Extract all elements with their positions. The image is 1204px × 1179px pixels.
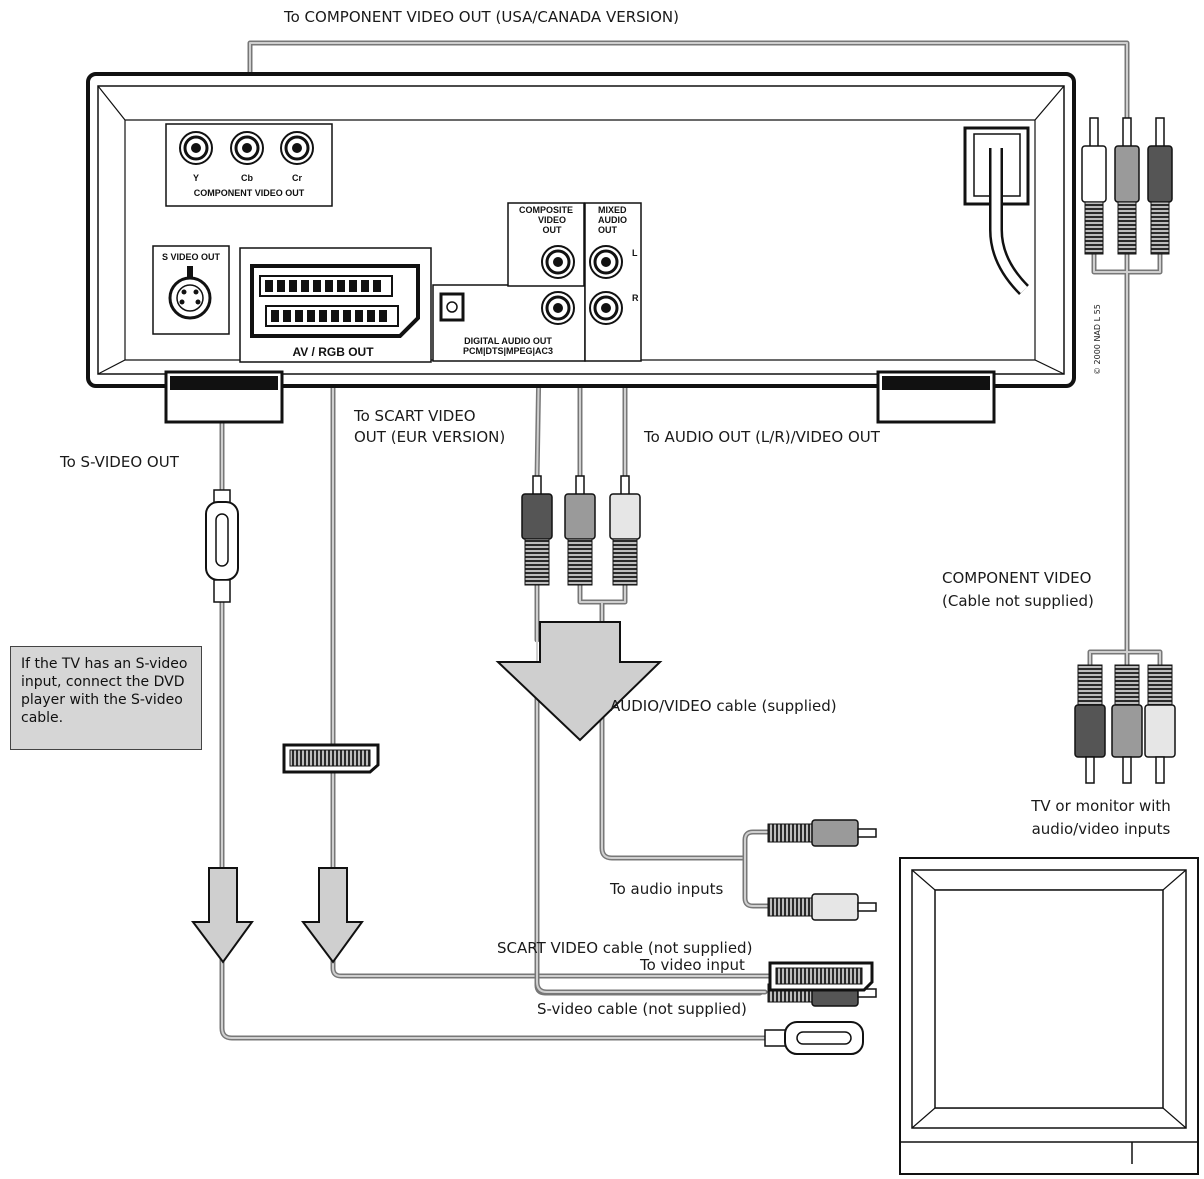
component-plugs-top [1081,117,1173,255]
s-video-out-jack: S VIDEO OUT [152,245,230,335]
component-video-out-jacks: Y Cb Cr COMPONENT VIDEO OUT [165,123,333,207]
panel-label-left: L [632,248,638,258]
label-to-s-video-out: To S-VIDEO OUT [59,453,180,471]
panel-label-composite-3: OUT [543,225,563,235]
label-to-audio-inputs: To audio inputs [609,880,723,898]
scart-video-cable [330,322,778,979]
arrow-s-video [191,867,254,964]
audio-video-cable [534,259,771,996]
av-rgb-scart-jack: AV / RGB OUT [239,247,432,363]
label-tv-1: TV or monitor with [1030,797,1171,815]
label-to-scart-video-1: To SCART VIDEO [353,407,476,425]
audio-input-plug-upper [767,819,877,847]
arrow-av-cable [495,621,663,742]
scart-plug-middle [282,743,380,774]
panel-label-mixed-2: AUDIO [598,215,627,225]
label-to-audio-video-out: To AUDIO OUT (L/R)/VIDEO OUT [643,428,881,446]
panel-label-digital-formats: PCM|DTS|MPEG|AC3 [463,346,553,356]
s-video-plug-top [205,489,239,603]
label-cable-not-supplied: (Cable not supplied) [942,592,1094,610]
label-av-cable-supplied: AUDIO/VIDEO cable (supplied) [610,697,837,715]
label-to-scart-video-2: OUT (EUR VERSION) [354,428,505,446]
label-s-video-cable: S-video cable (not supplied) [537,1000,747,1018]
panel-label-mixed-1: MIXED [598,205,627,215]
panel-label-component-video-out: COMPONENT VIDEO OUT [194,188,305,198]
label-copyright: © 2000 NAD L 55 [1093,304,1102,375]
label-component-video: COMPONENT VIDEO [942,569,1091,587]
label-tv-2: audio/video inputs [1032,820,1171,838]
scart-plug-tv [768,961,874,992]
note-box: If the TV has an S-video input, connect … [10,646,202,750]
component-plugs-bottom [1074,664,1176,784]
panel-label-y: Y [193,173,199,183]
panel-label-mixed-3: OUT [598,225,618,235]
s-video-plug-tv [764,1021,864,1055]
power-cord-socket [963,126,1030,295]
audio-input-plug-lower [767,893,877,921]
panel-label-digital-audio-out: DIGITAL AUDIO OUT [464,336,552,346]
panel-label-s-video-out: S VIDEO OUT [162,252,221,262]
tv-monitor [899,857,1199,1175]
panel-label-composite-1: COMPOSITE [519,205,573,215]
panel-label-cr: Cr [292,173,302,183]
dvd-player-rear-panel: Y Cb Cr COMPONENT VIDEO OUT S VIDEO OUT [86,72,1076,424]
panel-label-av-rgb-out: AV / RGB OUT [292,345,374,359]
panel-label-composite-2: VIDEO [538,215,566,225]
label-component-video-out-top: To COMPONENT VIDEO OUT (USA/CANADA VERSI… [283,8,679,26]
composite-video-out-jack: COMPOSITE VIDEO OUT [507,202,585,325]
mixed-audio-out-jacks: MIXED AUDIO OUT L R [584,202,642,362]
panel-label-right: R [632,293,639,303]
label-to-video-input: To video input [639,956,745,974]
arrow-scart [301,867,364,964]
panel-label-cb: Cb [241,173,253,183]
av-cable-plugs [521,475,641,586]
label-scart-cable: SCART VIDEO cable (not supplied) [497,939,752,957]
